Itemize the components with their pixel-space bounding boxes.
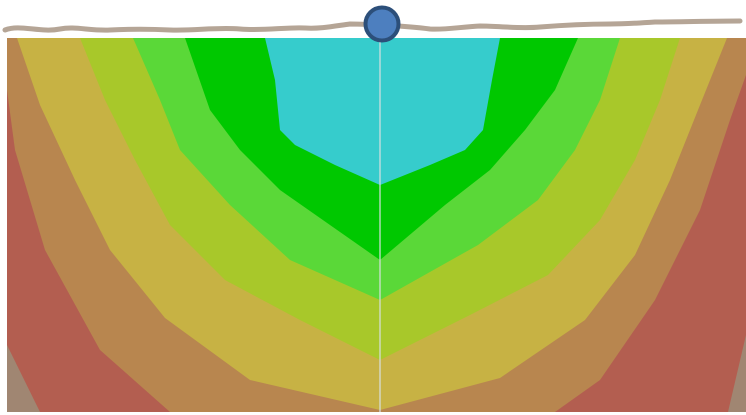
cyan-core-zone (265, 38, 500, 185)
source-marker-icon[interactable] (363, 5, 401, 43)
